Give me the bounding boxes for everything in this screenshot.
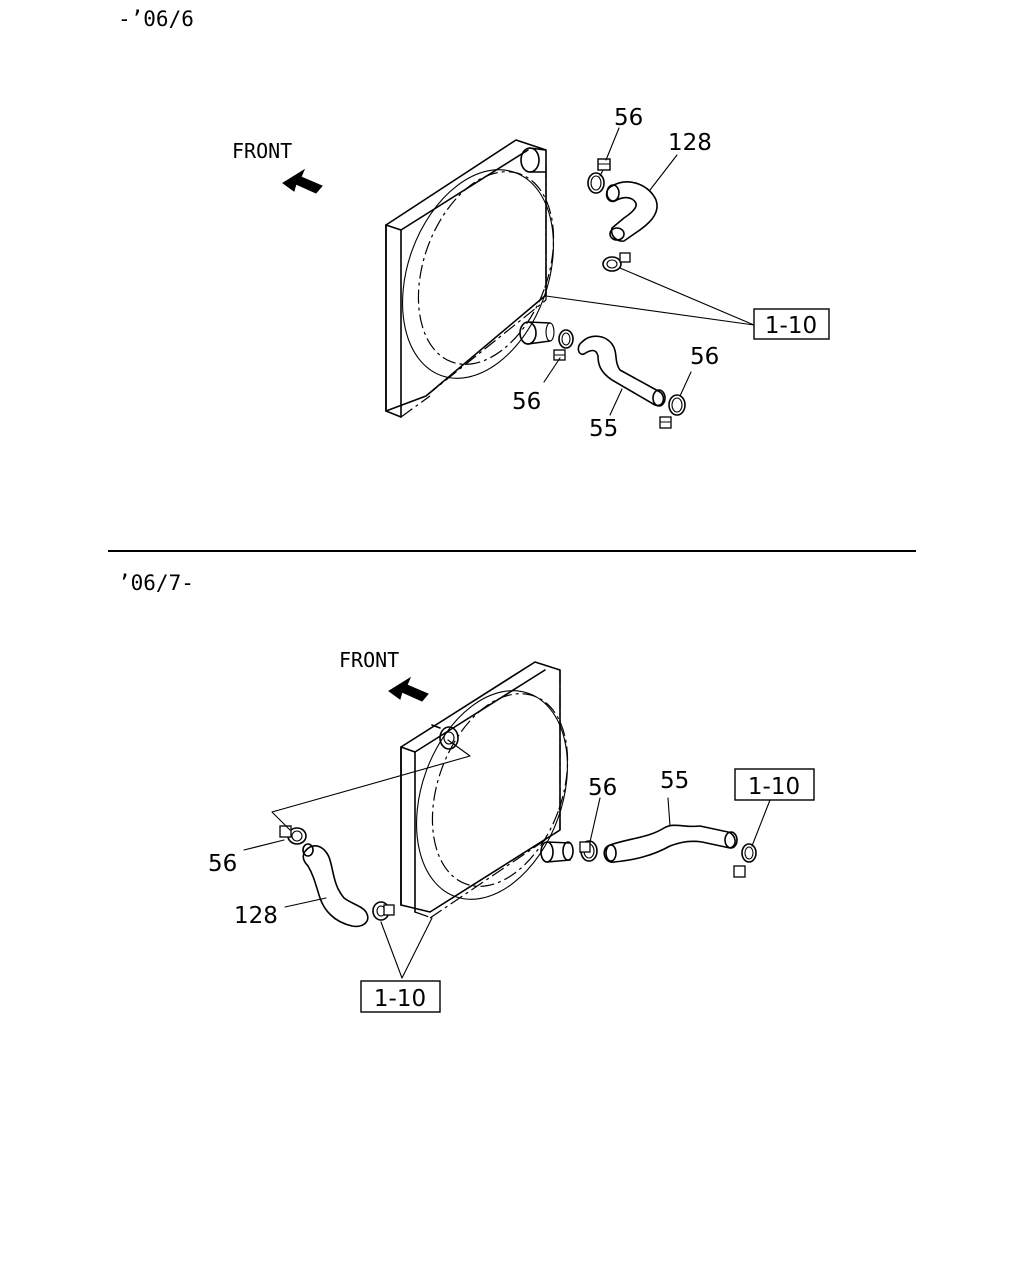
ref-box-lower-bottom: 1-10 (360, 980, 441, 1013)
ref-box-lower-right-label: 1-10 (748, 774, 800, 800)
callout-56-top: 56 (614, 105, 643, 131)
clamp-56-lower-mid (579, 840, 598, 862)
ref-box-lower-right: 1-10 (734, 768, 815, 801)
date-range-upper: -’06/6 (118, 7, 194, 31)
front-arrow-icon-lower (388, 676, 429, 702)
callout-55-lower: 55 (660, 768, 689, 794)
callout-55: 55 (589, 416, 618, 442)
front-label-upper: FRONT (232, 139, 292, 163)
date-range-lower: ’06/7- (118, 571, 194, 595)
ref-box-upper-label: 1-10 (765, 313, 817, 339)
callout-56-mid: 56 (588, 775, 617, 801)
hose-55-lower (603, 824, 738, 863)
radiator-lower (400, 661, 574, 919)
front-arrow-icon-upper (282, 168, 323, 194)
clamp-56-upper-lower-right (659, 394, 686, 429)
clamp-56-upper-top (587, 158, 611, 194)
callout-56-lower-left: 56 (208, 851, 237, 877)
radiator-upper (385, 139, 555, 418)
clamp-lower-right (733, 843, 757, 878)
callout-128-lower: 128 (234, 903, 278, 929)
clamp-56-lower-left (279, 825, 307, 845)
section-lower: ’06/7- FRONT (118, 571, 815, 1013)
front-label-lower: FRONT (339, 648, 399, 672)
hose-128-lower (302, 843, 369, 928)
callout-56-left: 56 (512, 389, 541, 415)
section-upper: -’06/6 FRONT (118, 7, 830, 442)
callout-56-right: 56 (690, 344, 719, 370)
hose-128-upper (605, 181, 658, 242)
callout-128: 128 (668, 130, 712, 156)
clamp-upper-hose-end (602, 252, 631, 272)
clamp-56-upper-lower-left (553, 329, 574, 361)
ref-box-upper: 1-10 (753, 308, 830, 340)
hose-55-upper (577, 335, 666, 407)
clamp-lower-bottom (372, 901, 395, 921)
ref-box-lower-bottom-label: 1-10 (374, 986, 426, 1012)
